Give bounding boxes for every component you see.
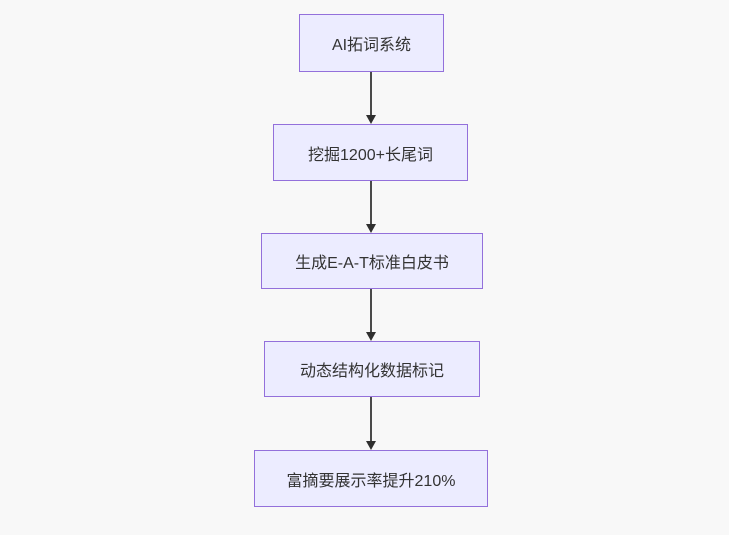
node-label: 富摘要展示率提升210% [286,472,456,490]
arrow-head-icon [366,332,376,341]
arrow-line [370,72,372,116]
flowchart-node-structured-data: 动态结构化数据标记 [264,341,480,397]
arrow-line [370,289,372,333]
node-label: 生成E-A-T标准白皮书 [295,255,449,272]
flowchart-node-longtail-mining: 挖掘1200+长尾词 [273,124,468,181]
arrow-connector [366,289,376,341]
arrow-connector [366,72,376,124]
arrow-head-icon [366,441,376,450]
arrow-line [370,181,372,225]
arrow-line [370,397,372,442]
arrow-head-icon [366,224,376,233]
flowchart-node-eat-whitepaper: 生成E-A-T标准白皮书 [261,233,483,289]
arrow-connector [366,181,376,233]
node-label: 动态结构化数据标记 [299,363,444,380]
flowchart-node-rich-snippet-result: 富摘要展示率提升210% [254,450,488,507]
arrow-connector [366,397,376,450]
node-label: AI拓词系统 [331,37,412,54]
arrow-head-icon [366,115,376,124]
flowchart-node-ai-word-expansion: AI拓词系统 [299,14,444,72]
node-label: 挖掘1200+长尾词 [308,146,433,164]
